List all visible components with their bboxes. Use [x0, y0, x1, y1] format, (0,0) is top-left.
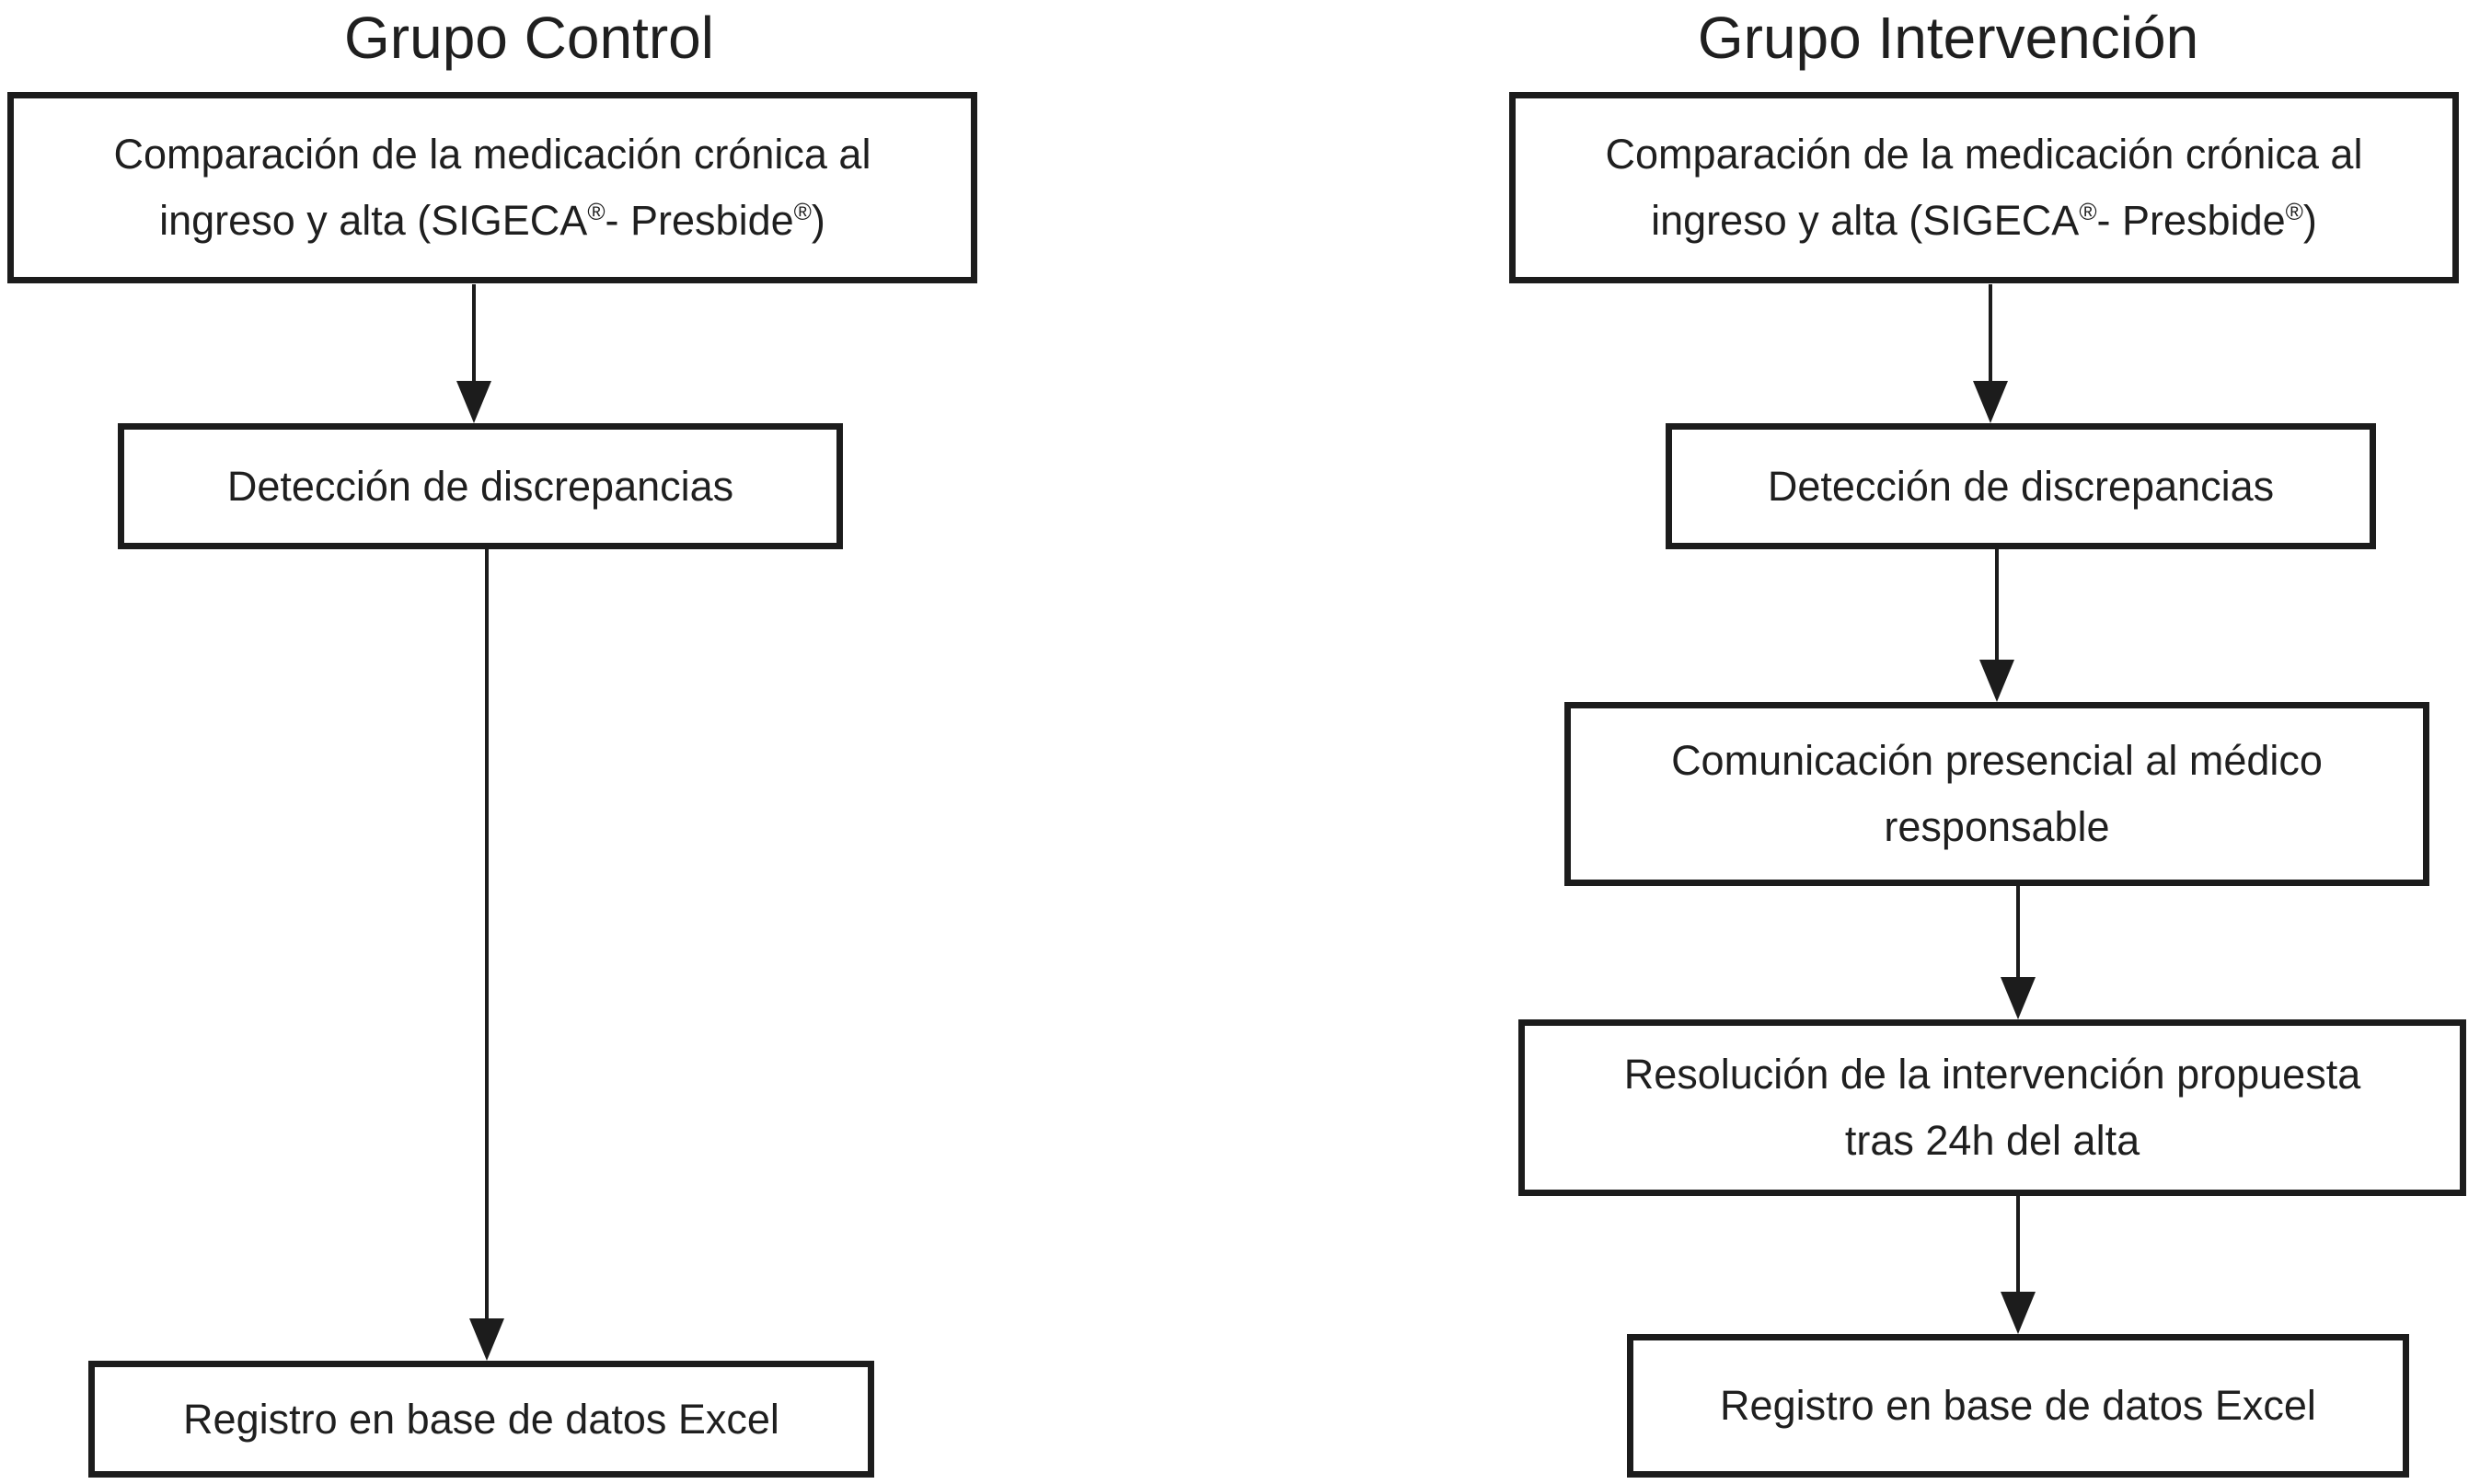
registered-trademark-symbol: ® — [2079, 198, 2097, 225]
intervention-down-arrow-2 — [1979, 548, 2014, 702]
arrow-shaft — [1995, 548, 1999, 660]
arrow-shaft — [2016, 1195, 2020, 1292]
intervention-box-registro-text: Registro en base de datos Excel — [1720, 1382, 2316, 1429]
arrow-head-icon — [1979, 660, 2014, 702]
intervention-box-detection-text: Detección de discrepancias — [1767, 462, 2275, 510]
text-segment: ) — [811, 197, 825, 244]
arrow-shaft — [1989, 284, 1992, 381]
arrow-head-icon — [2001, 977, 2036, 1019]
intervention-box-resolution: Resolución de la intervención propuesta … — [1518, 1019, 2466, 1196]
control-box-registro: Registro en base de datos Excel — [88, 1361, 874, 1478]
intervention-box-detection: Detección de discrepancias — [1666, 423, 2376, 549]
registered-trademark-symbol: ® — [587, 198, 606, 225]
intervention-box-comparison-line2: ingreso y alta (SIGECA®- Presbide®) — [1651, 188, 2317, 254]
intervention-down-arrow-1 — [1973, 284, 2008, 423]
arrow-shaft — [485, 548, 489, 1318]
text-segment: ingreso y alta (SIGECA — [159, 197, 588, 244]
arrow-shaft — [2016, 885, 2020, 977]
intervention-box-comparison-line1: Comparación de la medicación crónica al — [1605, 131, 2363, 178]
control-box-comparison-line1: Comparación de la medicación crónica al — [113, 131, 871, 178]
intervention-box-communication: Comunicación presencial al médico respon… — [1564, 702, 2429, 886]
control-column-title: Grupo Control — [344, 5, 714, 71]
control-down-arrow-1 — [456, 284, 491, 423]
intervention-column-title: Grupo Intervención — [1697, 5, 2199, 71]
intervention-box-communication-line2: responsable — [1884, 803, 2110, 850]
intervention-box-resolution-line2: tras 24h del alta — [1844, 1117, 2140, 1164]
control-box-registro-text: Registro en base de datos Excel — [183, 1395, 779, 1443]
registered-trademark-symbol: ® — [2285, 198, 2303, 225]
control-box-comparison: Comparación de la medicación crónica al … — [7, 92, 977, 283]
intervention-box-comparison: Comparación de la medicación crónica al … — [1509, 92, 2459, 283]
text-segment: ingreso y alta (SIGECA — [1651, 197, 2080, 244]
control-box-detection: Detección de discrepancias — [118, 423, 843, 549]
intervention-down-arrow-4 — [2001, 1195, 2036, 1334]
arrow-head-icon — [1973, 381, 2008, 423]
text-segment: - Presbide — [2096, 197, 2286, 244]
arrow-head-icon — [2001, 1292, 2036, 1334]
registered-trademark-symbol: ® — [793, 198, 812, 225]
intervention-down-arrow-3 — [2001, 885, 2036, 1019]
arrow-shaft — [472, 284, 476, 381]
control-box-comparison-line2: ingreso y alta (SIGECA®- Presbide®) — [159, 188, 825, 254]
control-box-detection-text: Detección de discrepancias — [226, 462, 734, 510]
intervention-box-registro: Registro en base de datos Excel — [1627, 1334, 2409, 1478]
arrow-head-icon — [469, 1318, 504, 1361]
arrow-head-icon — [456, 381, 491, 423]
control-down-arrow-2 — [469, 548, 504, 1361]
intervention-box-resolution-line1: Resolución de la intervención propuesta — [1623, 1051, 2361, 1098]
intervention-box-communication-line1: Comunicación presencial al médico — [1671, 737, 2323, 784]
text-segment: - Presbide — [605, 197, 794, 244]
text-segment: ) — [2302, 197, 2317, 244]
